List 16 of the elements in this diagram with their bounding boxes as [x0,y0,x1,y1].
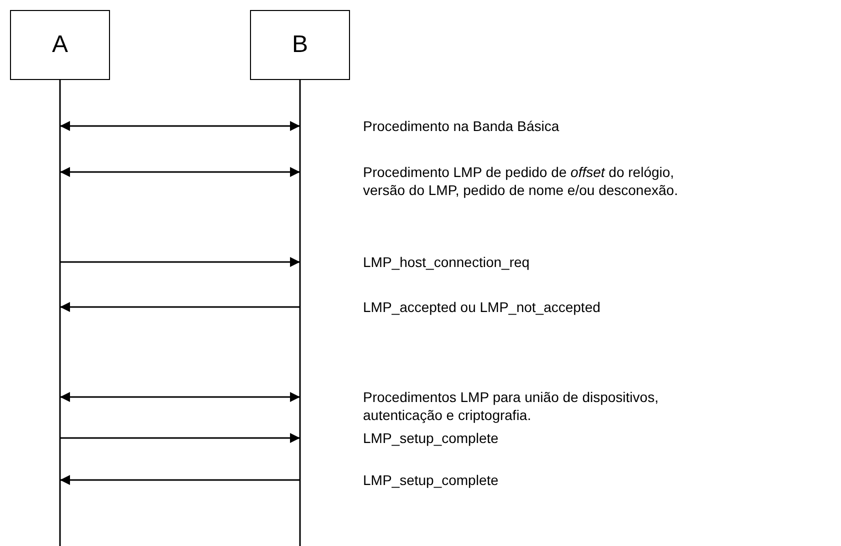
edge-label: LMP_accepted ou LMP_not_accepted [363,298,602,316]
edge-label: Procedimento na Banda Básica [363,117,560,135]
arrow [60,392,300,402]
edge-label: LMP_host_connection_req [363,253,531,271]
edge-label: LMP_setup_complete [363,429,500,447]
participant-label: B [292,31,308,59]
edge-label: LMP_setup_complete [363,471,500,489]
arrow [60,167,300,177]
arrow [60,475,300,485]
arrow [60,433,300,443]
arrow [60,302,300,312]
arrow [60,121,300,131]
edge-label: Procedimento LMP de pedido de offset do relógio, versão do LMP, pedido de nome e/ou desconexão. [363,163,679,199]
arrow [60,257,300,267]
edge-label: Procedimentos LMP para união de dispositivos, autenticação e criptografia. [363,388,660,424]
participant-label: A [52,31,68,59]
